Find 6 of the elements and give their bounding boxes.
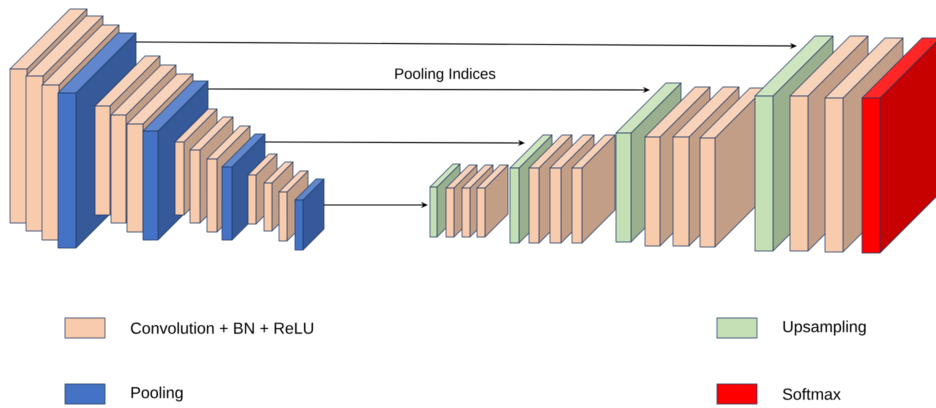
- pooling-block: [294, 178, 324, 250]
- legend-label: Pooling: [132, 386, 183, 402]
- legend-label: Upsampling: [783, 320, 866, 336]
- edge-label: Pooling Indices: [393, 67, 497, 83]
- legend-label: Convolution + BN + ReLU: [131, 322, 314, 334]
- legend-label: Softmax: [782, 388, 841, 400]
